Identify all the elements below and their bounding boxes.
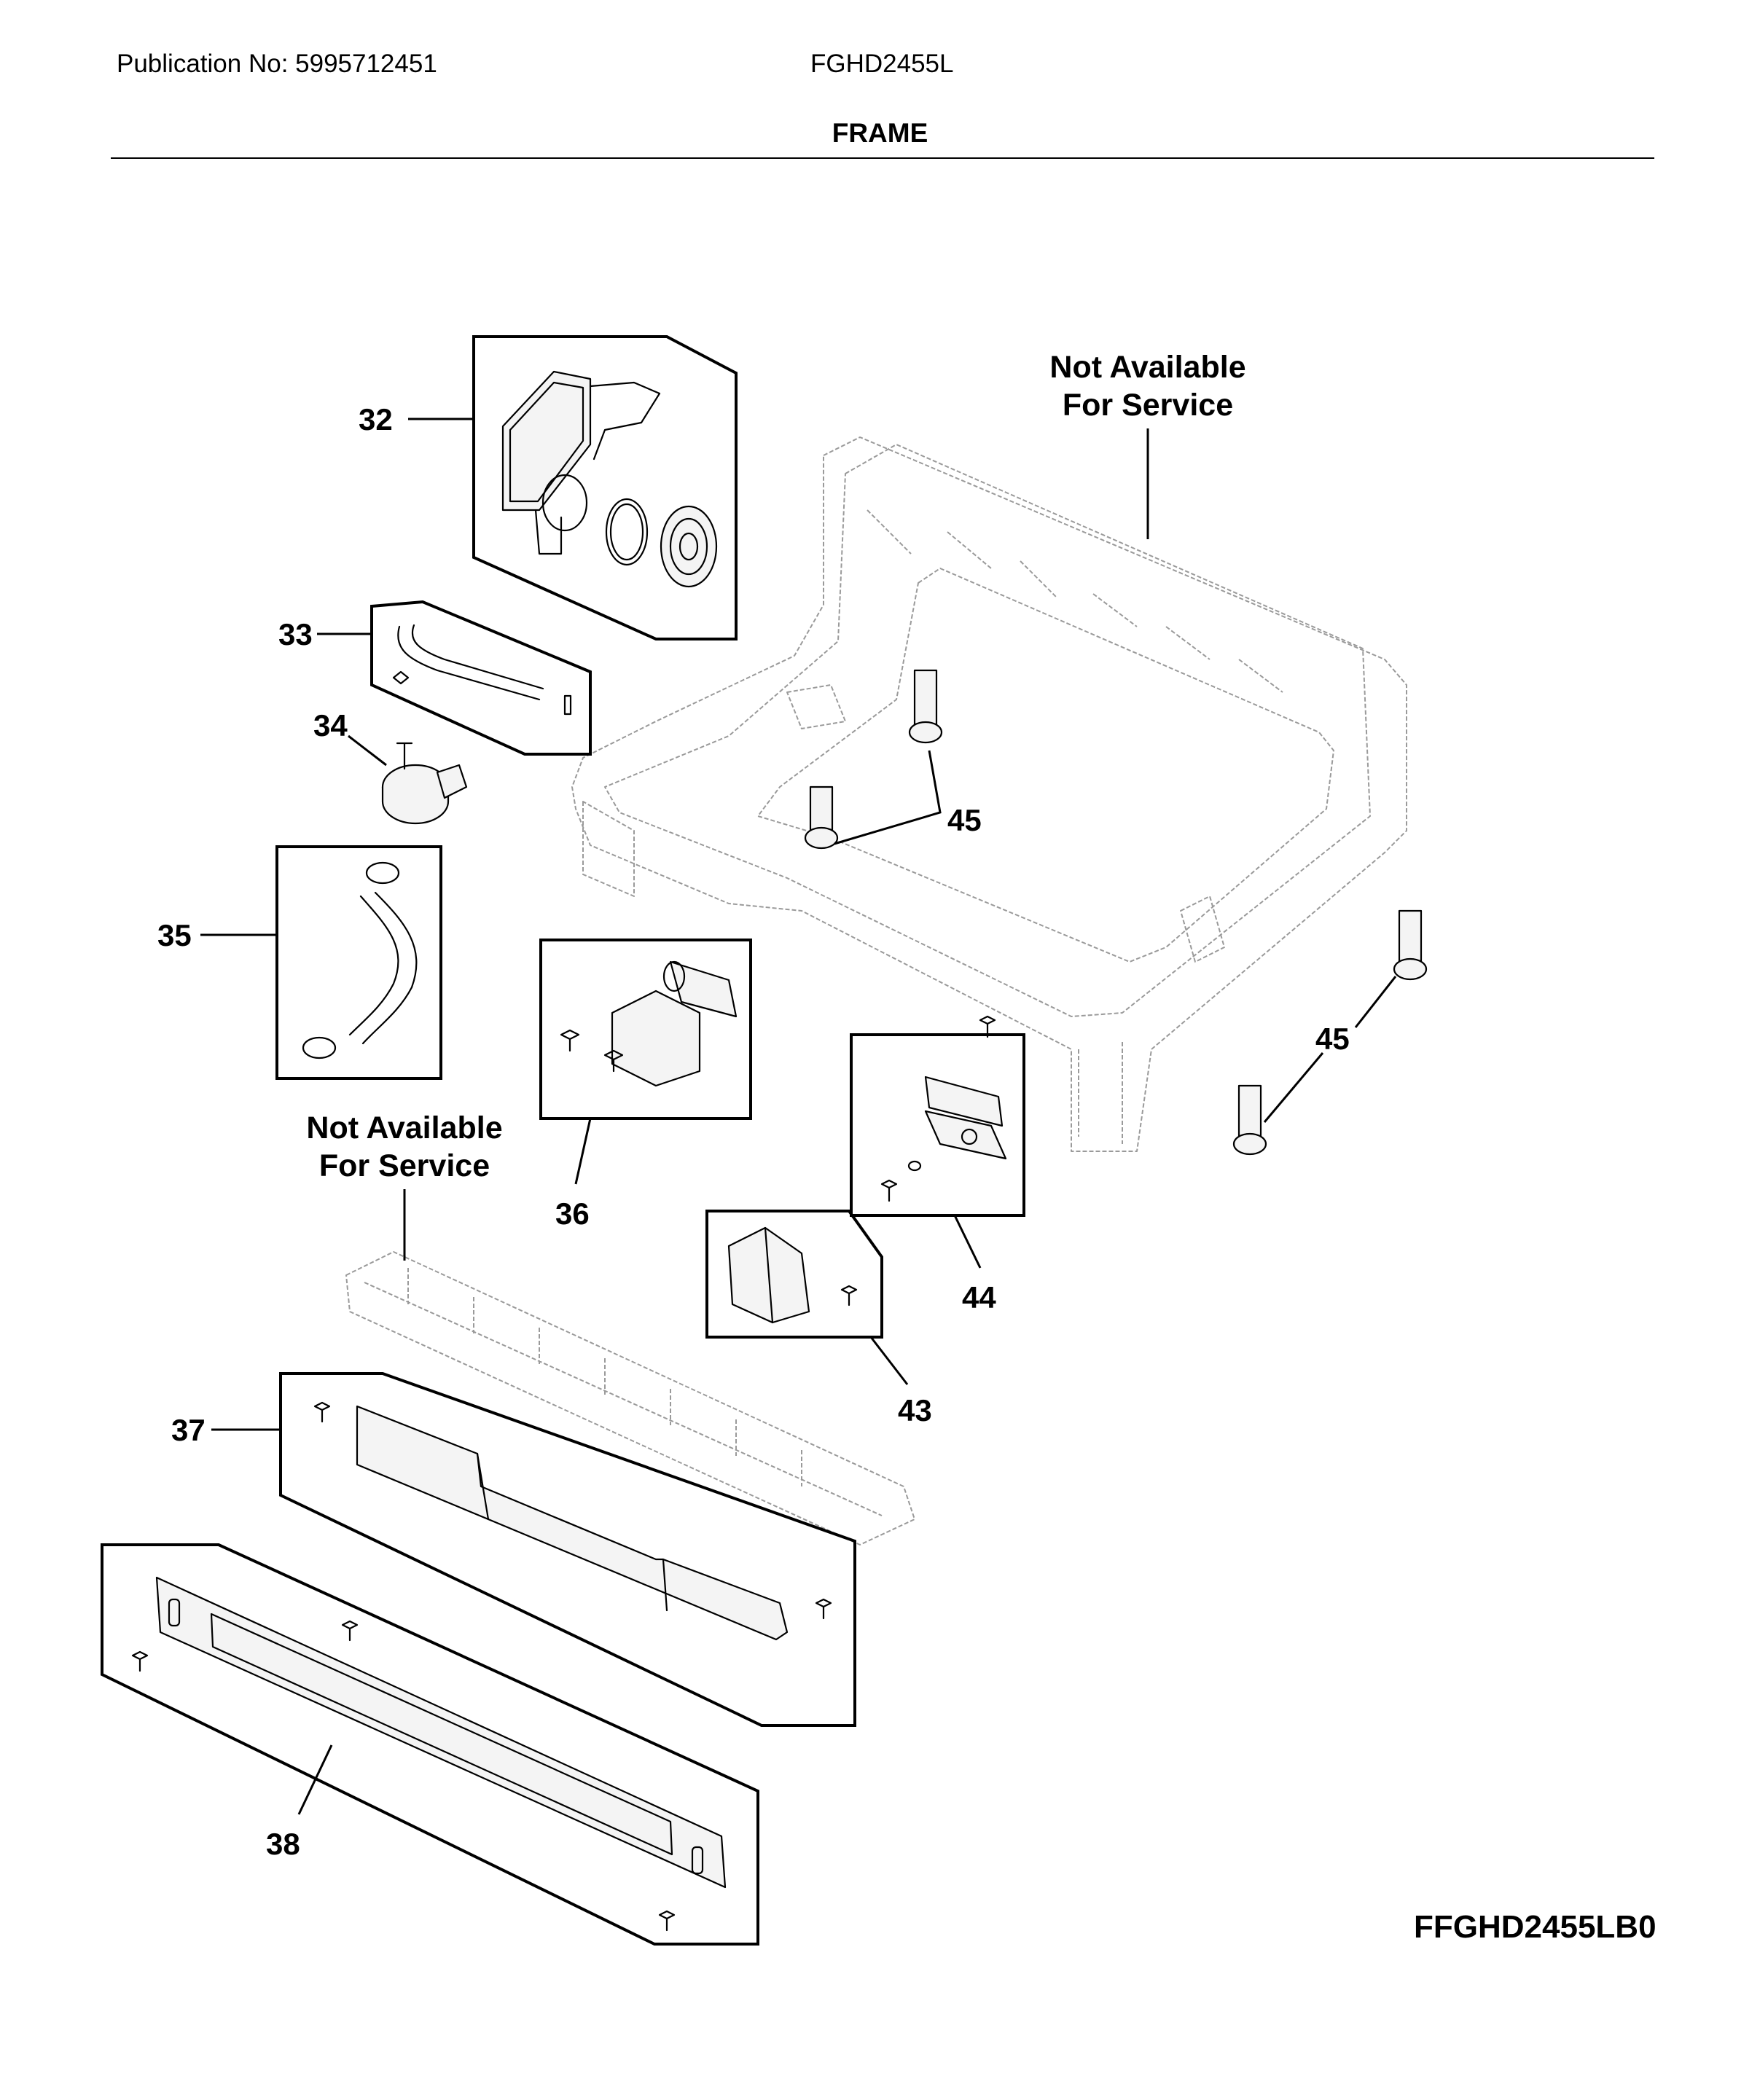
- part-37-box: [279, 1372, 856, 1727]
- part-45-leveling-legs-drawing: [804, 669, 1428, 1156]
- rail-not-available-label-line1: Not Available: [306, 1110, 502, 1145]
- callout-33: 33: [278, 617, 313, 651]
- part-32-assembly-drawing: [501, 370, 718, 588]
- frame-base-assembly: [571, 436, 1407, 1152]
- callout-37: 37: [171, 1413, 206, 1447]
- part-38-box: [101, 1543, 759, 1946]
- callout-43-leader: [869, 1336, 909, 1385]
- part-44-box: [850, 1033, 1025, 1217]
- callout-45-leader-right-lower: [1263, 1052, 1324, 1123]
- callout-38: 38: [266, 1827, 300, 1861]
- callout-36: 36: [555, 1196, 590, 1231]
- rail-not-available-label-line2: For Service: [319, 1148, 490, 1183]
- publication-number: Publication No: 5995712451: [117, 50, 437, 78]
- part-32-box: [472, 335, 738, 640]
- callout-34-leader: [348, 734, 387, 767]
- part-38-kick-plate-drawing: [131, 1576, 727, 1932]
- diagram-code: FFGHD2455LB0: [1414, 1909, 1657, 1945]
- callout-45-right: 45: [1315, 1022, 1350, 1056]
- part-43-box: [705, 1210, 883, 1339]
- callout-43: 43: [898, 1393, 932, 1427]
- callout-32: 32: [359, 402, 393, 436]
- section-title: FRAME: [832, 118, 928, 148]
- part-43-shield-drawing: [727, 1226, 858, 1324]
- part-35-drain-hose-drawing: [302, 861, 418, 1059]
- callout-38-leader: [297, 1744, 333, 1815]
- part-35-box: [275, 845, 442, 1080]
- part-33-hose-drawing: [392, 624, 572, 716]
- callout-45-leader-right-upper: [1354, 976, 1397, 1028]
- model-number: FGHD2455L: [810, 50, 954, 78]
- part-36-box: [539, 939, 752, 1120]
- part-33-box: [370, 600, 592, 756]
- callout-45-upper: 45: [947, 803, 982, 837]
- callout-36-leader: [574, 1118, 592, 1185]
- front-rail-drawing: [345, 1251, 915, 1545]
- callout-44-leader: [953, 1215, 982, 1269]
- part-36-inlet-valve-drawing: [560, 960, 738, 1087]
- callout-45-leader-upper: [834, 750, 942, 845]
- header-divider: [111, 157, 1654, 159]
- frame-not-available-label-line1: Not Available: [1049, 350, 1245, 385]
- part-34-pressure-switch-drawing: [381, 742, 468, 825]
- callout-34: 34: [313, 708, 348, 743]
- callout-35: 35: [157, 918, 192, 952]
- frame-not-available-label-line2: For Service: [1063, 388, 1233, 423]
- part-37-panel-drawing: [313, 1401, 832, 1641]
- part-44-bracket-drawing: [880, 1015, 1007, 1202]
- callout-44: 44: [962, 1280, 996, 1315]
